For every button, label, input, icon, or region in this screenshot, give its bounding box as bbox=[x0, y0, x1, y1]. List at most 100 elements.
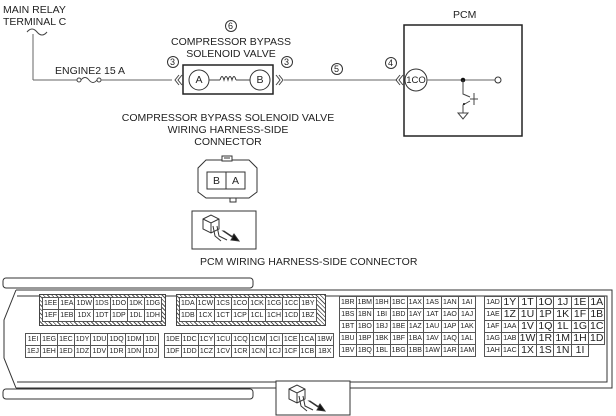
pin-1bm: 1BM bbox=[355, 296, 375, 309]
pin-1eh: 1EH bbox=[40, 345, 59, 358]
pin-1dc: 1DC bbox=[180, 333, 199, 346]
pin-1ay: 1AY bbox=[406, 308, 424, 321]
pin-1bt: 1BT bbox=[339, 320, 357, 333]
pin-1ab: 1AB bbox=[501, 332, 519, 345]
pin-1an: 1AN bbox=[440, 296, 459, 309]
pcm-label: PCM bbox=[453, 9, 477, 21]
pin-1au: 1AU bbox=[422, 320, 442, 333]
pin-1bl: 1BL bbox=[373, 344, 391, 357]
pin-1dk: 1DK bbox=[127, 297, 145, 310]
pin-1ai: 1AI bbox=[457, 296, 477, 309]
connector-view-arrow-icon-bottom bbox=[288, 384, 327, 412]
pin-1x: 1X bbox=[517, 344, 538, 357]
pin-1dl: 1DL bbox=[127, 309, 145, 322]
harness-label-line1: COMPRESSOR BYPASS SOLENOID VALVE bbox=[121, 112, 335, 124]
pin-1b: 1B bbox=[588, 308, 606, 321]
pin-1db: 1DB bbox=[179, 309, 197, 322]
pin-1am: 1AM bbox=[457, 344, 477, 357]
pin-1eg: 1EG bbox=[40, 333, 59, 346]
pin-1ed: 1ED bbox=[57, 345, 75, 358]
pin-1dg: 1DG bbox=[143, 297, 163, 310]
ref-circle-3-left bbox=[167, 56, 179, 68]
ref-3-right-text: 3 bbox=[284, 57, 290, 67]
pin-1ae: 1AE bbox=[483, 308, 503, 321]
pin-1ei: 1EI bbox=[24, 333, 42, 346]
pin-1o: 1O bbox=[536, 296, 555, 309]
harness-pin-a: A bbox=[231, 175, 239, 187]
ref-3-left-text: 3 bbox=[170, 57, 176, 67]
main-relay-label: MAIN RELAY TERMINAL C bbox=[3, 4, 66, 28]
main-relay-terminal-icon bbox=[26, 28, 48, 36]
pin-1bw: 1BW bbox=[315, 333, 335, 346]
pin-1bc: 1BC bbox=[389, 296, 408, 309]
pin-1t: 1T bbox=[517, 296, 538, 309]
pin-1do: 1DO bbox=[109, 297, 129, 310]
pin-1cb: 1CB bbox=[298, 345, 317, 358]
pin-1bu: 1BU bbox=[339, 332, 357, 345]
pin-1bg: 1BG bbox=[389, 344, 408, 357]
pin-1cv: 1CV bbox=[214, 345, 233, 358]
pin-1aq: 1AQ bbox=[440, 332, 459, 345]
pin-1dw: 1DW bbox=[74, 297, 95, 310]
pin-1dr: 1DR bbox=[107, 345, 126, 358]
output-terminal-icon bbox=[494, 76, 502, 84]
pin-1bh: 1BH bbox=[373, 296, 391, 309]
fuse-icon bbox=[76, 77, 102, 83]
pin-1ca: 1CA bbox=[298, 333, 317, 346]
pin-1y: 1Y bbox=[501, 296, 519, 309]
valve-label: COMPRESSOR BYPASS SOLENOID VALVE bbox=[168, 36, 294, 60]
ground-icon bbox=[456, 112, 470, 120]
pin-1cl: 1CL bbox=[248, 309, 266, 322]
pin-1cs: 1CS bbox=[214, 297, 232, 310]
pin-1df: 1DF bbox=[164, 345, 182, 358]
connector-chevron-pcm-icon bbox=[395, 74, 404, 86]
pin-1w: 1W bbox=[517, 332, 538, 345]
pin-1aw: 1AW bbox=[422, 344, 442, 357]
pin-1ec: 1EC bbox=[57, 333, 75, 346]
pin-1dj: 1DJ bbox=[142, 345, 159, 358]
pin-1cd: 1CD bbox=[282, 309, 301, 322]
pin-1ee: 1EE bbox=[41, 297, 60, 310]
pin-1bd: 1BD bbox=[389, 308, 408, 321]
pin-1ct: 1CT bbox=[214, 309, 232, 322]
harness-pin-b: B bbox=[212, 175, 220, 187]
terminal-b-text: B bbox=[256, 74, 264, 86]
harness-connector-label: COMPRESSOR BYPASS SOLENOID VALVE WIRING … bbox=[100, 112, 356, 148]
pin-1ea: 1EA bbox=[58, 297, 76, 310]
pin-1az: 1AZ bbox=[406, 320, 424, 333]
pin-1cr: 1CR bbox=[231, 345, 250, 358]
pin-1dy: 1DY bbox=[73, 333, 92, 346]
pin-1av: 1AV bbox=[422, 332, 442, 345]
pin-1n: 1N bbox=[553, 344, 572, 357]
pin-1cg: 1CG bbox=[264, 297, 284, 310]
pin-1ac: 1AC bbox=[501, 344, 519, 357]
pin-1ad: 1AD bbox=[483, 296, 503, 309]
pin-1z: 1Z bbox=[501, 308, 519, 321]
main-relay-label-line2: TERMINAL C bbox=[3, 16, 67, 28]
pin-1ax: 1AX bbox=[406, 296, 424, 309]
pin-1bn: 1BN bbox=[355, 308, 375, 321]
ref-circle-3-right bbox=[281, 56, 293, 68]
pin-1af: 1AF bbox=[483, 320, 503, 333]
connector-chevron-right-icon bbox=[275, 74, 284, 86]
pin-1dt: 1DT bbox=[93, 309, 111, 322]
pin-1ej: 1EJ bbox=[24, 345, 42, 358]
pin-1ck: 1CK bbox=[248, 297, 266, 310]
pin-1cc: 1CC bbox=[282, 297, 301, 310]
pin-1ap: 1AP bbox=[440, 320, 459, 333]
pin-1dp: 1DP bbox=[109, 309, 129, 322]
